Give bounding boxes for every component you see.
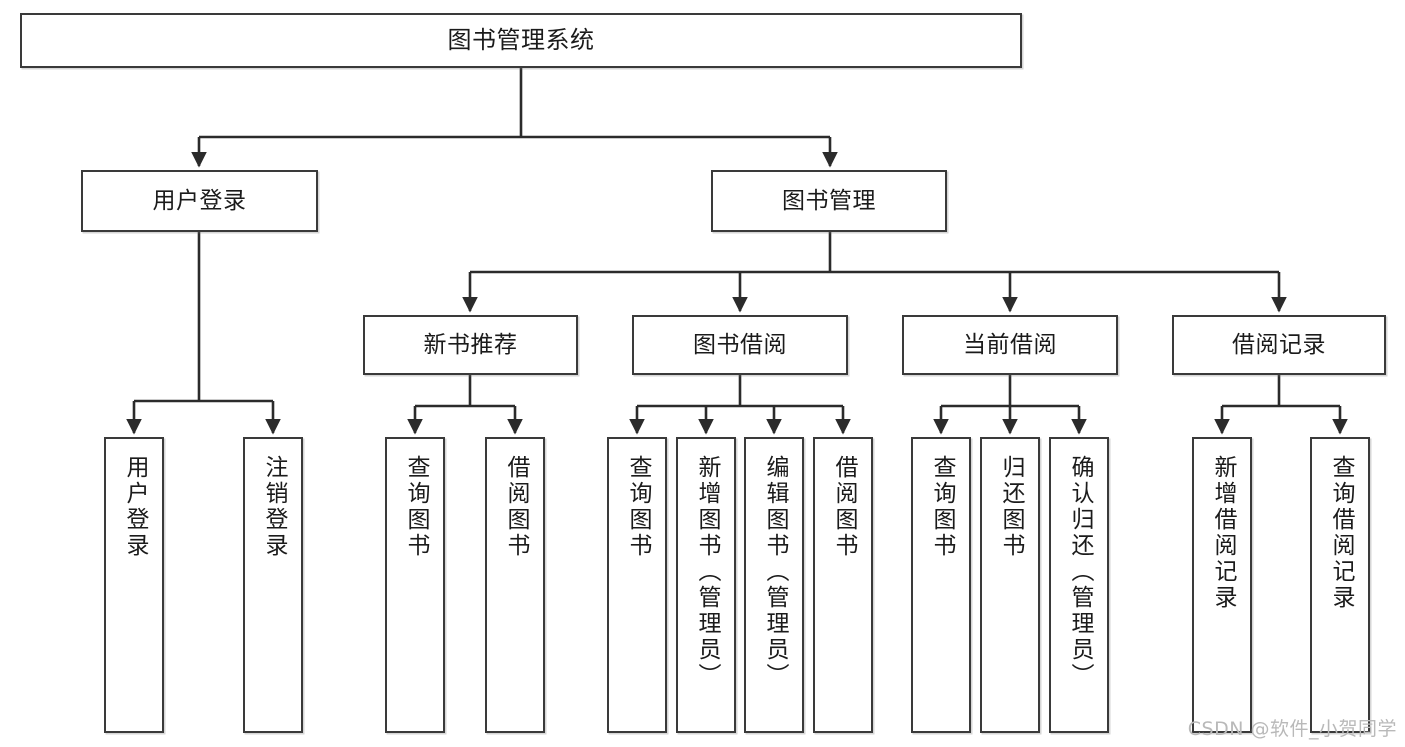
node-leaf-query-record[interactable]: 查询借阅记录: [1310, 437, 1370, 733]
node-new-book-recommend[interactable]: 新书推荐: [363, 315, 578, 375]
node-leaf-query-book-2[interactable]: 查询图书: [607, 437, 667, 733]
node-leaf-query-book-3[interactable]: 查询图书: [911, 437, 971, 733]
node-book-borrow-label: 图书借阅: [693, 331, 787, 358]
node-leaf-query-book-2-label: 查询图书: [624, 455, 651, 559]
node-leaf-query-book-1-label: 查询图书: [402, 455, 429, 559]
node-user-login[interactable]: 用户登录: [81, 170, 318, 232]
node-leaf-return-book[interactable]: 归还图书: [980, 437, 1040, 733]
node-leaf-user-login[interactable]: 用户登录: [104, 437, 164, 733]
node-leaf-borrow-book-1[interactable]: 借阅图书: [485, 437, 545, 733]
node-leaf-confirm-return-label: 确认归还（管理员）: [1066, 455, 1093, 689]
node-leaf-user-logout-label: 注销登录: [260, 455, 287, 559]
node-new-book-recommend-label: 新书推荐: [423, 331, 518, 358]
node-book-manage-label: 图书管理: [782, 187, 876, 214]
node-current-borrow-label: 当前借阅: [963, 331, 1057, 358]
node-leaf-query-book-1[interactable]: 查询图书: [385, 437, 445, 733]
node-leaf-query-book-3-label: 查询图书: [928, 455, 955, 559]
node-book-manage[interactable]: 图书管理: [711, 170, 947, 232]
node-leaf-query-record-label: 查询借阅记录: [1327, 455, 1354, 611]
node-book-borrow[interactable]: 图书借阅: [632, 315, 848, 375]
node-leaf-edit-book[interactable]: 编辑图书（管理员）: [744, 437, 804, 733]
node-leaf-add-book[interactable]: 新增图书（管理员）: [676, 437, 736, 733]
node-leaf-return-book-label: 归还图书: [997, 455, 1024, 559]
node-borrow-record-label: 借阅记录: [1232, 331, 1326, 358]
node-leaf-user-logout[interactable]: 注销登录: [243, 437, 303, 733]
node-leaf-user-login-label: 用户登录: [121, 455, 148, 559]
node-current-borrow[interactable]: 当前借阅: [902, 315, 1118, 375]
node-leaf-edit-book-label: 编辑图书（管理员）: [761, 455, 788, 689]
node-leaf-borrow-book-1-label: 借阅图书: [502, 455, 529, 559]
node-root-label: 图书管理系统: [447, 25, 595, 54]
node-borrow-record[interactable]: 借阅记录: [1172, 315, 1386, 375]
node-root[interactable]: 图书管理系统: [20, 13, 1022, 68]
node-leaf-borrow-book-2[interactable]: 借阅图书: [813, 437, 873, 733]
node-leaf-add-record-label: 新增借阅记录: [1209, 455, 1236, 611]
node-leaf-add-record[interactable]: 新增借阅记录: [1192, 437, 1252, 733]
node-leaf-borrow-book-2-label: 借阅图书: [830, 455, 857, 559]
node-leaf-add-book-label: 新增图书（管理员）: [693, 455, 720, 689]
watermark-text: CSDN @软件_小贺同学: [1187, 718, 1397, 740]
node-leaf-confirm-return[interactable]: 确认归还（管理员）: [1049, 437, 1109, 733]
node-user-login-label: 用户登录: [152, 187, 247, 214]
